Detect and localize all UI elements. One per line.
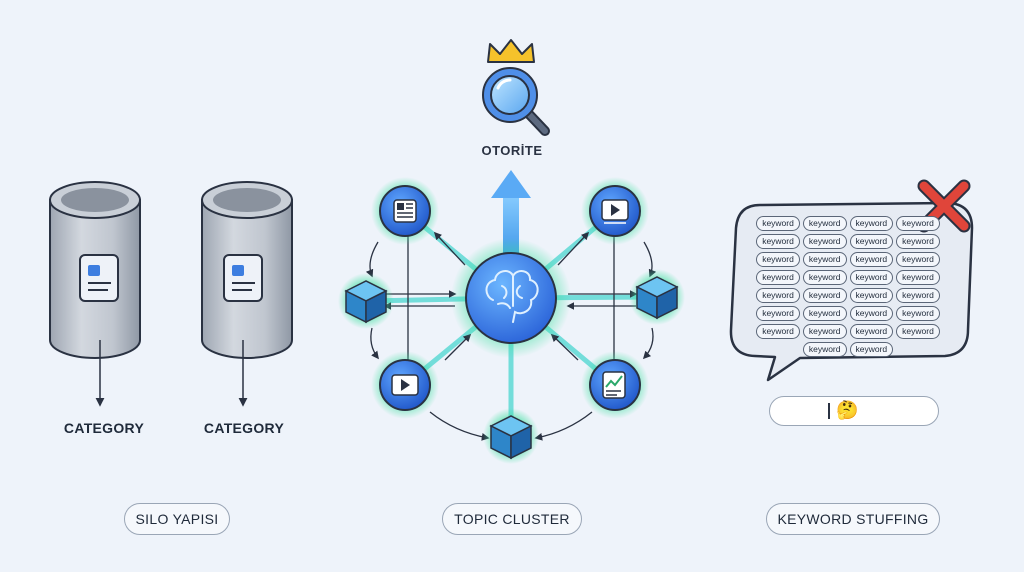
silo-column-1 [49, 181, 141, 407]
brain-hub [451, 238, 571, 358]
cluster-node-video-2 [371, 351, 439, 419]
cube-bottom [483, 408, 539, 464]
cluster-node-chart [581, 351, 649, 419]
keyword-chip: keyword [849, 324, 894, 339]
thinking-emoji: 🤔 [836, 400, 859, 420]
keyword-chip: keyword [896, 216, 940, 231]
keyword-chip: keyword [849, 216, 894, 231]
cluster-node-video [581, 177, 649, 245]
keyword-chip: keyword [802, 342, 847, 357]
keyword-chip: keyword [896, 234, 940, 249]
keyword-chip: keyword [802, 324, 847, 339]
cluster-connectors [365, 231, 657, 441]
keyword-chip: keyword [849, 252, 894, 267]
topic-cluster [338, 39, 685, 464]
keyword-chip: keyword [849, 234, 894, 249]
keyword-chip: keyword [849, 270, 894, 285]
silo-column-2 [201, 181, 293, 407]
keyword-chip: keyword [756, 288, 800, 303]
cube-left [338, 273, 394, 329]
keyword-chip: keyword [896, 270, 940, 285]
authority-label: OTORİTE [481, 143, 543, 158]
magnifier-icon [482, 67, 550, 136]
keyword-chip: keyword [849, 342, 894, 357]
video-player-icon [601, 199, 629, 224]
caption-silo: SILO YAPISI [124, 503, 230, 535]
keyword-chip: keyword [802, 270, 847, 285]
keyword-chip: keyword [802, 216, 847, 231]
brain-icon [485, 270, 539, 323]
keyword-chip: keyword [896, 324, 940, 339]
keyword-chip: keyword [756, 306, 800, 321]
keyword-chip: keyword [756, 216, 800, 231]
keyword-chip: keyword [756, 252, 800, 267]
keyword-chip: keyword [756, 324, 800, 339]
keyword-chip: keyword [802, 306, 847, 321]
cube-right [629, 269, 685, 325]
keyword-chip: keyword [802, 252, 847, 267]
keyword-chip: keyword [802, 288, 847, 303]
keyword-chip: keyword [896, 252, 940, 267]
category-label-2: CATEGORY [203, 420, 285, 436]
keyword-chip: keyword [756, 234, 800, 249]
article-icon [393, 199, 417, 223]
document-icon [223, 254, 263, 302]
caption-keyword-stuffing: KEYWORD STUFFING [766, 503, 940, 535]
keyword-chip: keyword [802, 234, 847, 249]
keyword-chip: keyword [849, 288, 894, 303]
keyword-chip: keyword [896, 306, 940, 321]
search-bar[interactable]: 🤔 [769, 396, 939, 426]
cluster-node-article [371, 177, 439, 245]
category-label-1: CATEGORY [63, 420, 145, 436]
chart-report-icon [602, 371, 626, 399]
caption-topic-cluster: TOPIC CLUSTER [442, 503, 582, 535]
keyword-chip: keyword [756, 270, 800, 285]
document-icon [79, 254, 119, 302]
keyword-chip: keyword [849, 306, 894, 321]
text-cursor [828, 403, 830, 419]
keyword-chip: keyword [896, 288, 940, 303]
crown-icon [487, 39, 535, 63]
play-icon [391, 374, 419, 396]
